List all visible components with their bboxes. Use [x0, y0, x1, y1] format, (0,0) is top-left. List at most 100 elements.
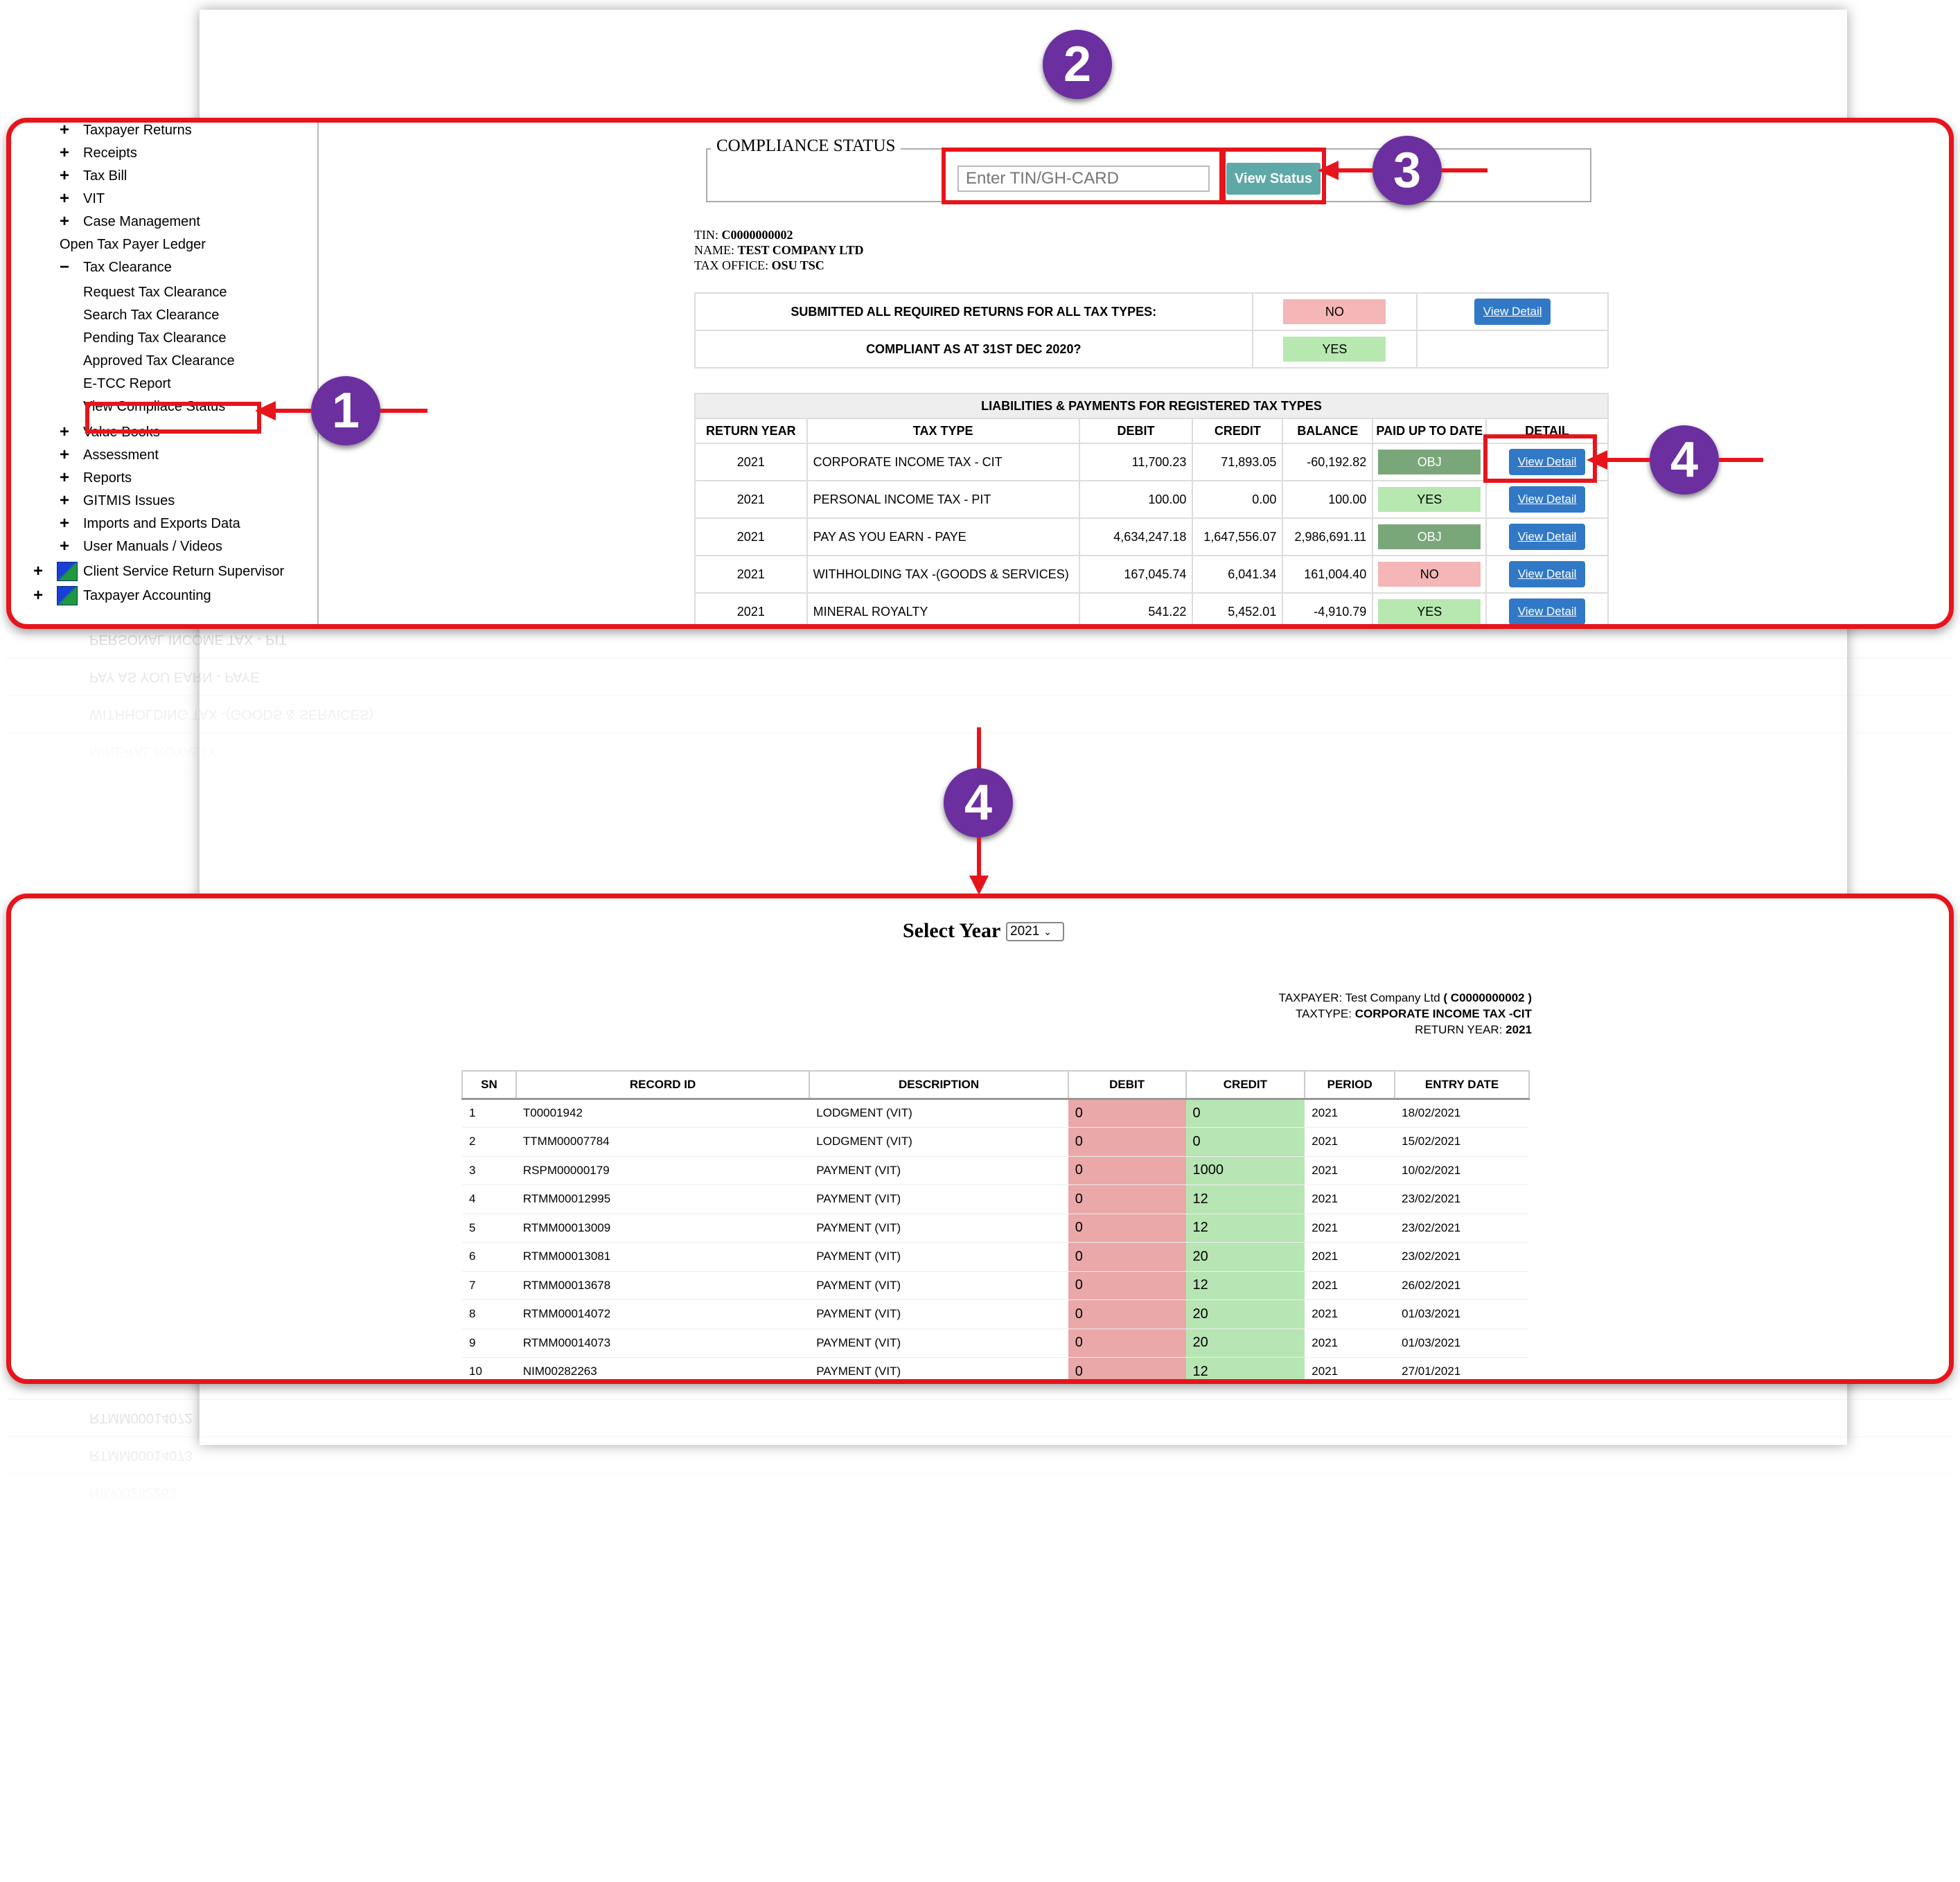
- cell-desc: PAYMENT (VIT): [809, 1214, 1068, 1243]
- expand-icon[interactable]: +: [60, 212, 70, 231]
- arrow-1-head: [255, 401, 276, 420]
- paid-status-badge: YES: [1378, 599, 1481, 624]
- arrow-3-line-left: [1339, 168, 1373, 172]
- cell-balance: -60,192.82: [1282, 443, 1374, 481]
- annotation-badge-1: 1: [311, 376, 380, 445]
- cell-date: 15/02/2021: [1395, 1127, 1529, 1157]
- expand-icon[interactable]: +: [60, 423, 70, 441]
- paid-status-badge: YES: [1378, 487, 1481, 512]
- expand-icon[interactable]: +: [60, 166, 70, 185]
- cell-year: 2021: [694, 555, 808, 594]
- reflection-stripe: WITHHOLDING TAX -(GOODS & SERVICES): [6, 695, 1954, 732]
- reflection-stripe: PERSONAL INCOME TAX - PIT: [6, 629, 1954, 657]
- cell-credit: 20: [1185, 1329, 1305, 1358]
- view-detail-button[interactable]: View Detail: [1509, 524, 1586, 550]
- column-header: PAID UP TO DATE: [1372, 418, 1487, 444]
- sidebar-item[interactable]: +Taxpayer Returns: [60, 121, 192, 141]
- cell-id: RTMM00013009: [515, 1214, 810, 1243]
- arrow-down-head: [969, 876, 989, 895]
- expand-icon[interactable]: +: [60, 468, 70, 487]
- cell-date: 18/02/2021: [1395, 1099, 1529, 1128]
- cell-desc: PAYMENT (VIT): [809, 1184, 1068, 1214]
- sidebar-item-label: Client Service Return Supervisor: [83, 563, 285, 579]
- sidebar-item[interactable]: +Imports and Exports Data: [60, 513, 240, 534]
- cell-debit: 11,700.23: [1078, 443, 1194, 481]
- cell-sn: 9: [462, 1329, 516, 1358]
- input-highlight-box: [942, 148, 1226, 204]
- column-header: CREDIT: [1185, 1070, 1306, 1100]
- returns-view-detail-button[interactable]: View Detail: [1474, 299, 1551, 325]
- tin-input[interactable]: [957, 166, 1210, 192]
- sidebar-item-label: Receipts: [83, 145, 137, 161]
- cell-desc: PAYMENT (VIT): [809, 1299, 1068, 1329]
- cell-credit: 12: [1185, 1214, 1305, 1243]
- cell-sn: 2: [462, 1127, 516, 1157]
- cell-date: 27/01/2021: [1395, 1357, 1529, 1379]
- view-detail-button[interactable]: View Detail: [1509, 561, 1586, 587]
- sidebar-item[interactable]: + Taxpayer Accounting: [33, 585, 211, 606]
- view-status-button[interactable]: View Status: [1226, 163, 1321, 195]
- sidebar-item[interactable]: E-TCC Report: [83, 373, 171, 394]
- tin-line: TIN: C0000000002: [694, 228, 793, 242]
- sidebar-item[interactable]: +Reports: [60, 468, 132, 488]
- cell-year: 2021: [694, 443, 808, 481]
- cell-debit: 0: [1068, 1242, 1186, 1272]
- sidebar-item[interactable]: Request Tax Clearance: [83, 282, 227, 303]
- expand-icon[interactable]: +: [60, 143, 70, 162]
- arrow-down-line-bottom: [977, 837, 981, 879]
- sidebar-item-label: Taxpayer Accounting: [83, 587, 211, 603]
- sidebar-item-label: VIT: [83, 190, 105, 206]
- cell-date: 26/02/2021: [1395, 1271, 1529, 1300]
- sidebar-item[interactable]: + VIT: [60, 188, 105, 209]
- expand-icon[interactable]: +: [60, 189, 70, 208]
- sidebar-item[interactable]: + Client Service Return Supervisor: [33, 561, 284, 582]
- column-header: DEBIT: [1078, 418, 1194, 444]
- cell-debit: 0: [1068, 1127, 1186, 1157]
- reflection-stripe: NIM00282263: [6, 1473, 1954, 1511]
- view-detail-button[interactable]: View Detail: [1509, 449, 1586, 475]
- liabilities-caption: LIABILITIES & PAYMENTS FOR REGISTERED TA…: [694, 393, 1609, 419]
- summary-row: SUBMITTED ALL REQUIRED RETURNS FOR ALL T…: [694, 292, 1609, 331]
- expand-icon[interactable]: +: [33, 586, 44, 605]
- sidebar-item-label: Tax Clearance: [83, 259, 172, 275]
- expand-icon[interactable]: +: [60, 491, 70, 510]
- cell-desc: PAYMENT (VIT): [809, 1156, 1068, 1185]
- cell-id: RTMM00013678: [515, 1271, 810, 1300]
- sidebar-item[interactable]: +User Manuals / Videos: [60, 536, 222, 557]
- annotation-badge-4b: 4: [944, 768, 1013, 837]
- sidebar-item[interactable]: Open Tax Payer Ledger: [60, 234, 206, 255]
- select-year-label: Select Year: [903, 919, 1001, 942]
- sidebar-item[interactable]: Search Tax Clearance: [83, 305, 219, 326]
- cell-debit: 541.22: [1078, 592, 1194, 624]
- expand-icon[interactable]: +: [33, 562, 44, 580]
- sidebar-item[interactable]: Approved Tax Clearance: [83, 350, 235, 371]
- expand-icon[interactable]: +: [60, 514, 70, 533]
- view-detail-button[interactable]: View Detail: [1509, 486, 1586, 513]
- collapse-icon[interactable]: −: [60, 258, 70, 276]
- arrow-1-line-right: [380, 409, 427, 413]
- column-header: ENTRY DATE: [1394, 1070, 1530, 1100]
- sidebar-item[interactable]: Pending Tax Clearance: [83, 328, 226, 348]
- sidebar-item[interactable]: +Assessment: [60, 445, 159, 465]
- expand-icon[interactable]: +: [60, 121, 70, 139]
- sidebar-item[interactable]: −Tax Clearance: [60, 257, 172, 278]
- cell-credit: 71,893.05: [1192, 443, 1284, 481]
- sidebar-item[interactable]: +Tax Bill: [60, 166, 127, 186]
- sidebar-item[interactable]: +Case Management: [60, 211, 200, 232]
- expand-icon[interactable]: +: [60, 537, 70, 556]
- sidebar-item[interactable]: + Receipts: [60, 143, 137, 163]
- column-header: RETURN YEAR: [694, 418, 808, 444]
- cell-credit: 20: [1185, 1299, 1305, 1329]
- view-detail-button[interactable]: View Detail: [1509, 598, 1586, 624]
- sidebar-item[interactable]: +GITMIS Issues: [60, 490, 175, 511]
- cell-debit: 100.00: [1078, 480, 1194, 519]
- expand-icon[interactable]: +: [60, 445, 70, 464]
- year-select[interactable]: 2021⌄: [1006, 922, 1064, 941]
